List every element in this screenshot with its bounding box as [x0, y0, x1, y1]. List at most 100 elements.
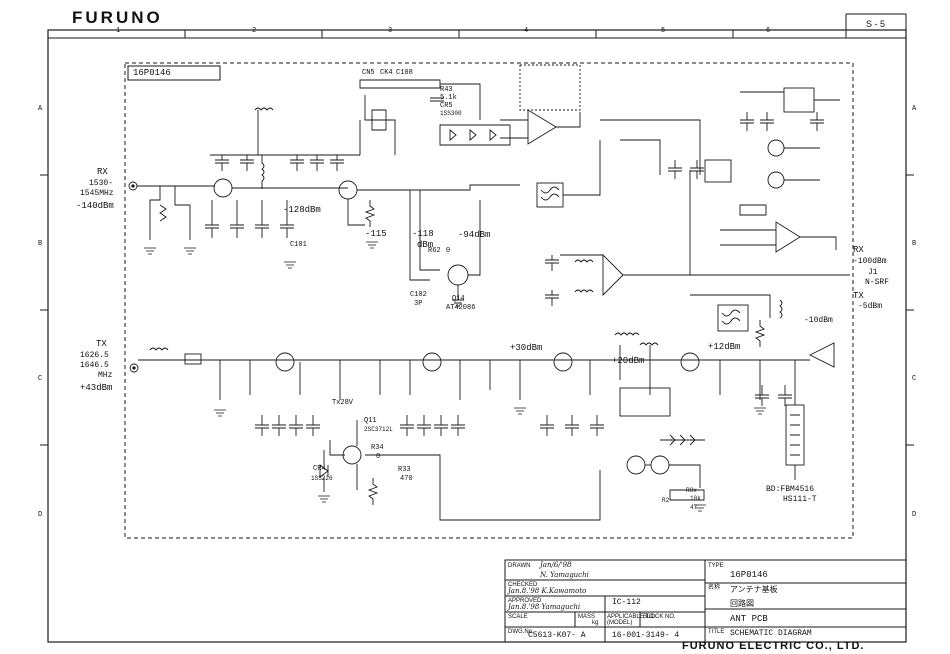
grid-row-c-right: C — [912, 375, 917, 383]
tb-approved-entry: Jan.8.'98 Yamaguchi — [508, 603, 581, 611]
rx-mid-level-2: -118 — [412, 229, 434, 239]
tx-in-freq-unit: MHz — [98, 371, 113, 380]
tb-checked-entry: Jan.8.'98 K.Kawamoto — [508, 587, 587, 595]
grid-row-a-left: A — [38, 105, 43, 113]
tb-title-value: SCHEMATIC DIAGRAM — [730, 629, 812, 638]
rx-in-name: RX — [97, 167, 108, 177]
tx-in-name: TX — [96, 339, 107, 349]
cr5-label: CR5 — [440, 102, 453, 110]
grid-row-b-left: B — [38, 240, 43, 248]
grid-row-b-right: B — [912, 240, 917, 248]
q11-label: Q11 — [364, 417, 377, 425]
grid-row-d-left: D — [38, 511, 43, 519]
pa-level-3: +12dBm — [708, 342, 741, 352]
tb-type-label: TYPE — [708, 563, 724, 569]
tb-type-value: 16P0146 — [730, 570, 768, 580]
c102-label: C102 — [410, 291, 427, 299]
tx-out-level: -5dBm — [858, 302, 883, 311]
rx-mid-unit: dBm — [417, 240, 434, 250]
ck4-label: CK4 — [380, 69, 393, 77]
tb-checked-label: CHECKED — [508, 582, 538, 588]
grid-col-6: 6 — [766, 27, 771, 35]
r62-value: 0 — [446, 247, 451, 255]
r43-value: 5.1k — [440, 94, 457, 102]
grid-row-a-right: A — [912, 105, 917, 113]
grid-col-4: 4 — [524, 27, 529, 35]
r43-label: R43 — [440, 86, 453, 94]
ground-symbols — [144, 241, 766, 512]
grid-row-d-right: D — [912, 511, 917, 519]
r34-value: 0 — [376, 453, 381, 461]
j1-name: J1 — [868, 268, 878, 277]
tb-scale-label: SCALE — [508, 614, 528, 620]
r33-label: R33 — [398, 466, 411, 474]
r2-value: 47 — [690, 504, 698, 511]
tb-applicable-label: APPLICABLE TO: — [607, 614, 656, 620]
bd-line-2: HS111-T — [783, 495, 817, 504]
tb-name-label: 名称 — [708, 585, 721, 591]
tb-mass-label: MASS — [578, 614, 596, 620]
tx-in-level: +43dBm — [80, 383, 113, 393]
tb-drawn-sign: N. Yamaguchi — [540, 571, 589, 579]
rx-in-freq-1: 1530- — [89, 179, 114, 188]
tb-mass-unit: kg — [592, 620, 599, 626]
grid-col-1: 1 — [116, 27, 121, 35]
board-label-box — [127, 65, 221, 81]
rx-out-name: RX — [853, 245, 864, 255]
q11-type: 2SC3712L — [364, 426, 393, 433]
tx-drive-level: -10dBm — [804, 316, 833, 325]
grid-row-c-left: C — [38, 375, 43, 383]
r8x-label: R8x — [686, 487, 697, 494]
r2-label: R2 — [662, 497, 670, 504]
r34-label: R34 — [371, 444, 384, 452]
rx-in-level: -140dBm — [76, 201, 114, 211]
r8x-value: 10k — [690, 495, 701, 502]
c102-value: 3P — [414, 300, 423, 308]
tx-in-freq-2: 1646.5 — [80, 361, 109, 370]
grid-col-3: 3 — [388, 27, 393, 35]
tb-name-jp-2: 回路図 — [730, 599, 754, 608]
cr4-type: 1SS226 — [311, 475, 333, 482]
tx28v-label: Tx28V — [332, 399, 354, 407]
rx-chain — [128, 64, 850, 347]
page-label: S - 5 — [866, 19, 886, 29]
tb-drawn-date: Jan/6/'98 — [540, 561, 572, 569]
tx-out-name: TX — [853, 291, 864, 301]
c101-label: C101 — [290, 241, 307, 249]
title-block-frame — [504, 559, 907, 643]
c108-label: C108 — [396, 69, 413, 77]
pa-level-2: +20dBm — [612, 356, 645, 366]
tb-drawn-label: DRAWN — [508, 563, 531, 569]
tb-code-value: 16-001-3149- 4 — [612, 631, 680, 640]
grid-col-2: 2 — [252, 27, 257, 35]
board-label: 16P0146 — [133, 68, 171, 78]
tx-in-freq-1: 1626.5 — [80, 351, 109, 360]
cn5-label: CN5 — [362, 69, 375, 77]
sheet-frame — [47, 29, 907, 643]
tb-title-label: TITLE — [708, 629, 725, 635]
cr4-label: CR4 — [313, 465, 326, 473]
rx-lna-level: -128dBm — [283, 205, 321, 215]
cr5-type: 1SS300 — [440, 110, 462, 117]
tb-block-label: BLOCK NO. — [643, 614, 676, 620]
rx-out-level: -100dBm — [853, 257, 887, 266]
tb-approved-label: APPROVED — [508, 598, 542, 604]
tx-chain — [129, 332, 835, 521]
bd-line-1: BD:FBM4516 — [766, 485, 815, 494]
brand-logo: FURUNO — [72, 8, 163, 27]
tb-dwg-value: C5613-K07- A — [528, 631, 586, 640]
r62-label: R62 — [428, 247, 441, 255]
j1-type: N-SRF — [865, 278, 890, 287]
q14-label: Q14 — [452, 295, 465, 303]
pa-level-1: +30dBm — [510, 343, 543, 353]
r33-value: 470 — [400, 475, 413, 483]
company-name: FURUNO ELECTRIC CO., LTD. — [682, 640, 865, 652]
tb-dwg-label: DWG.No. — [508, 629, 534, 635]
rx-in-freq-2: 1545MHz — [80, 189, 114, 198]
tb-model-value: IC-112 — [612, 598, 641, 607]
tb-name-jp: アンテナ基板 — [730, 585, 778, 594]
q14-type: AT42086 — [446, 304, 476, 312]
tb-model-label: (MODEL) — [607, 620, 633, 626]
rx-filter-level: -94dBm — [458, 230, 491, 240]
